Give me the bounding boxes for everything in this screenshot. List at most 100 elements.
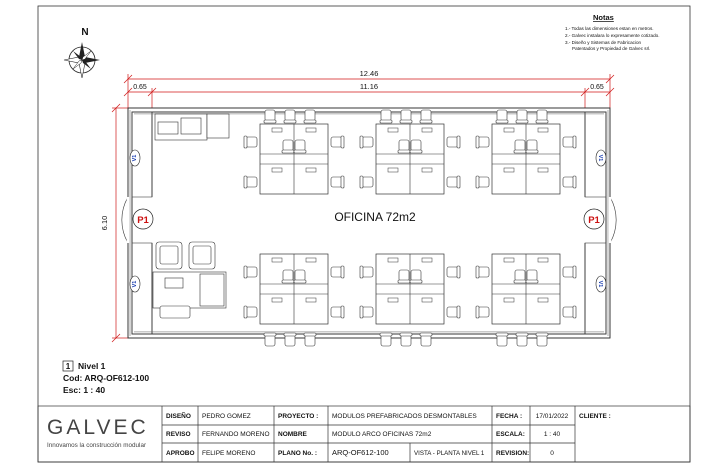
office-chair-icon bbox=[359, 305, 374, 319]
monitor-icon bbox=[503, 167, 515, 173]
office-chair-icon bbox=[475, 305, 490, 319]
door-right: P1 bbox=[583, 196, 617, 244]
proyecto-label: PROYECTO : bbox=[278, 413, 318, 420]
office-chair-icon bbox=[359, 135, 374, 149]
dim-left-offset: 0.65 bbox=[133, 84, 147, 91]
aprobo-label: APROBO bbox=[166, 450, 195, 457]
diseno-label: DISEÑO bbox=[166, 411, 191, 420]
dim-overall-width: 12.46 bbox=[360, 69, 379, 78]
monitor-icon bbox=[387, 167, 399, 173]
title-block bbox=[37, 405, 691, 463]
dim-right-offset: 0.65 bbox=[590, 84, 604, 91]
monitor-icon bbox=[387, 127, 399, 133]
dimension-lines-horizontal bbox=[123, 74, 615, 108]
nombre-value: MODULO ARCO OFICINAS 72m2 bbox=[332, 431, 432, 438]
revision-value: 0 bbox=[550, 450, 554, 457]
office-chair-icon bbox=[495, 332, 509, 347]
office-chair-icon bbox=[515, 332, 529, 347]
window-label: V1 bbox=[597, 281, 603, 288]
nombre-label: NOMBRE bbox=[278, 431, 308, 438]
office-chair-icon bbox=[263, 332, 277, 347]
office-chair-icon bbox=[495, 109, 509, 124]
vista-value: VISTA - PLANTA NIVEL 1 bbox=[414, 450, 485, 457]
office-chair-icon bbox=[359, 265, 374, 279]
window-v1-left-top: V1 bbox=[129, 149, 141, 167]
brand-name: GALVEC bbox=[47, 416, 149, 439]
plano-value: ARQ-OF612-100 bbox=[332, 448, 389, 457]
window-label: V1 bbox=[597, 155, 603, 162]
office-chair-icon bbox=[379, 109, 393, 124]
office-chair-icon bbox=[379, 332, 393, 347]
monitor-icon bbox=[421, 257, 433, 263]
office-chair-icon bbox=[243, 265, 258, 279]
office-chair-icon bbox=[475, 135, 490, 149]
workstation-cluster bbox=[359, 109, 461, 195]
office-chair-icon bbox=[283, 332, 297, 347]
note-line-1: 1.- Todas las dimensiones estan en metro… bbox=[565, 26, 654, 31]
reviso-value: FERNANDO MORENO bbox=[202, 431, 270, 438]
dim-height: 6.10 bbox=[100, 216, 109, 231]
office-chair-icon bbox=[446, 305, 461, 319]
window-v1-right-top: V1 bbox=[595, 149, 607, 167]
office-chair-icon bbox=[359, 175, 374, 189]
office-chair-icon bbox=[513, 139, 527, 154]
door-left-label: P1 bbox=[137, 215, 149, 226]
monitor-icon bbox=[537, 127, 549, 133]
office-chair-icon bbox=[419, 109, 433, 124]
monitor-icon bbox=[421, 127, 433, 133]
compass-north-label: N bbox=[81, 27, 88, 38]
office-chair-icon bbox=[446, 265, 461, 279]
window-label: V1 bbox=[132, 281, 138, 288]
office-chair-icon bbox=[303, 332, 317, 347]
office-chair-icon bbox=[330, 135, 345, 149]
monitor-icon bbox=[305, 127, 317, 133]
cliente-label: CLIENTE : bbox=[579, 413, 611, 420]
note-line-2: 2.- Galvec instalara lo expresamente cot… bbox=[565, 33, 659, 38]
monitor-icon bbox=[387, 257, 399, 263]
office-chair-icon bbox=[397, 139, 411, 154]
office-chair-icon bbox=[562, 305, 577, 319]
monitor-icon bbox=[271, 167, 283, 173]
office-chair-icon bbox=[330, 305, 345, 319]
level-name: Nivel 1 bbox=[78, 361, 106, 371]
storage-cabinets bbox=[154, 113, 230, 141]
monitor-icon bbox=[503, 297, 515, 303]
monitor-icon bbox=[305, 257, 317, 263]
workstation-clusters bbox=[243, 109, 577, 347]
office-chair-icon bbox=[293, 139, 307, 154]
notes-title: Notas bbox=[593, 13, 614, 22]
office-chair-icon bbox=[330, 265, 345, 279]
office-chair-icon bbox=[535, 332, 549, 347]
office-chair-icon bbox=[243, 175, 258, 189]
level-number: 1 bbox=[66, 362, 71, 371]
monitor-icon bbox=[503, 257, 515, 263]
monitor-icon bbox=[305, 297, 317, 303]
window-v1-right-bottom: V1 bbox=[595, 275, 607, 293]
office-chair-icon bbox=[525, 269, 539, 284]
monitor-icon bbox=[537, 167, 549, 173]
note-line-4: Patentados y Propiedad de Galvec srl. bbox=[572, 46, 650, 51]
office-chair-icon bbox=[281, 269, 295, 284]
monitor-icon bbox=[537, 257, 549, 263]
monitor-icon bbox=[271, 297, 283, 303]
dimension-line-vertical bbox=[111, 103, 128, 343]
compass-rose-icon bbox=[63, 42, 100, 79]
note-line-3: 3.- Diseño y Sistemas de Fabricacion bbox=[565, 40, 642, 45]
office-chair-icon bbox=[397, 269, 411, 284]
monitor-icon bbox=[271, 257, 283, 263]
reception-furniture bbox=[152, 241, 227, 319]
workstation-cluster bbox=[243, 109, 345, 195]
monitor-icon bbox=[421, 167, 433, 173]
level-scale: Esc: 1 : 40 bbox=[63, 385, 105, 395]
reviso-label: REVISO bbox=[166, 431, 191, 438]
dim-middle-width: 11.16 bbox=[360, 82, 378, 91]
office-chair-icon bbox=[446, 135, 461, 149]
galvec-logo: GALVEC Innovamos la construcción modular bbox=[47, 416, 149, 449]
office-chair-icon bbox=[283, 109, 297, 124]
workstation-cluster bbox=[359, 253, 461, 347]
fecha-label: FECHA : bbox=[496, 413, 522, 420]
office-chair-icon bbox=[475, 265, 490, 279]
revision-label: REVISION: bbox=[496, 450, 529, 457]
office-chair-icon bbox=[409, 139, 423, 154]
